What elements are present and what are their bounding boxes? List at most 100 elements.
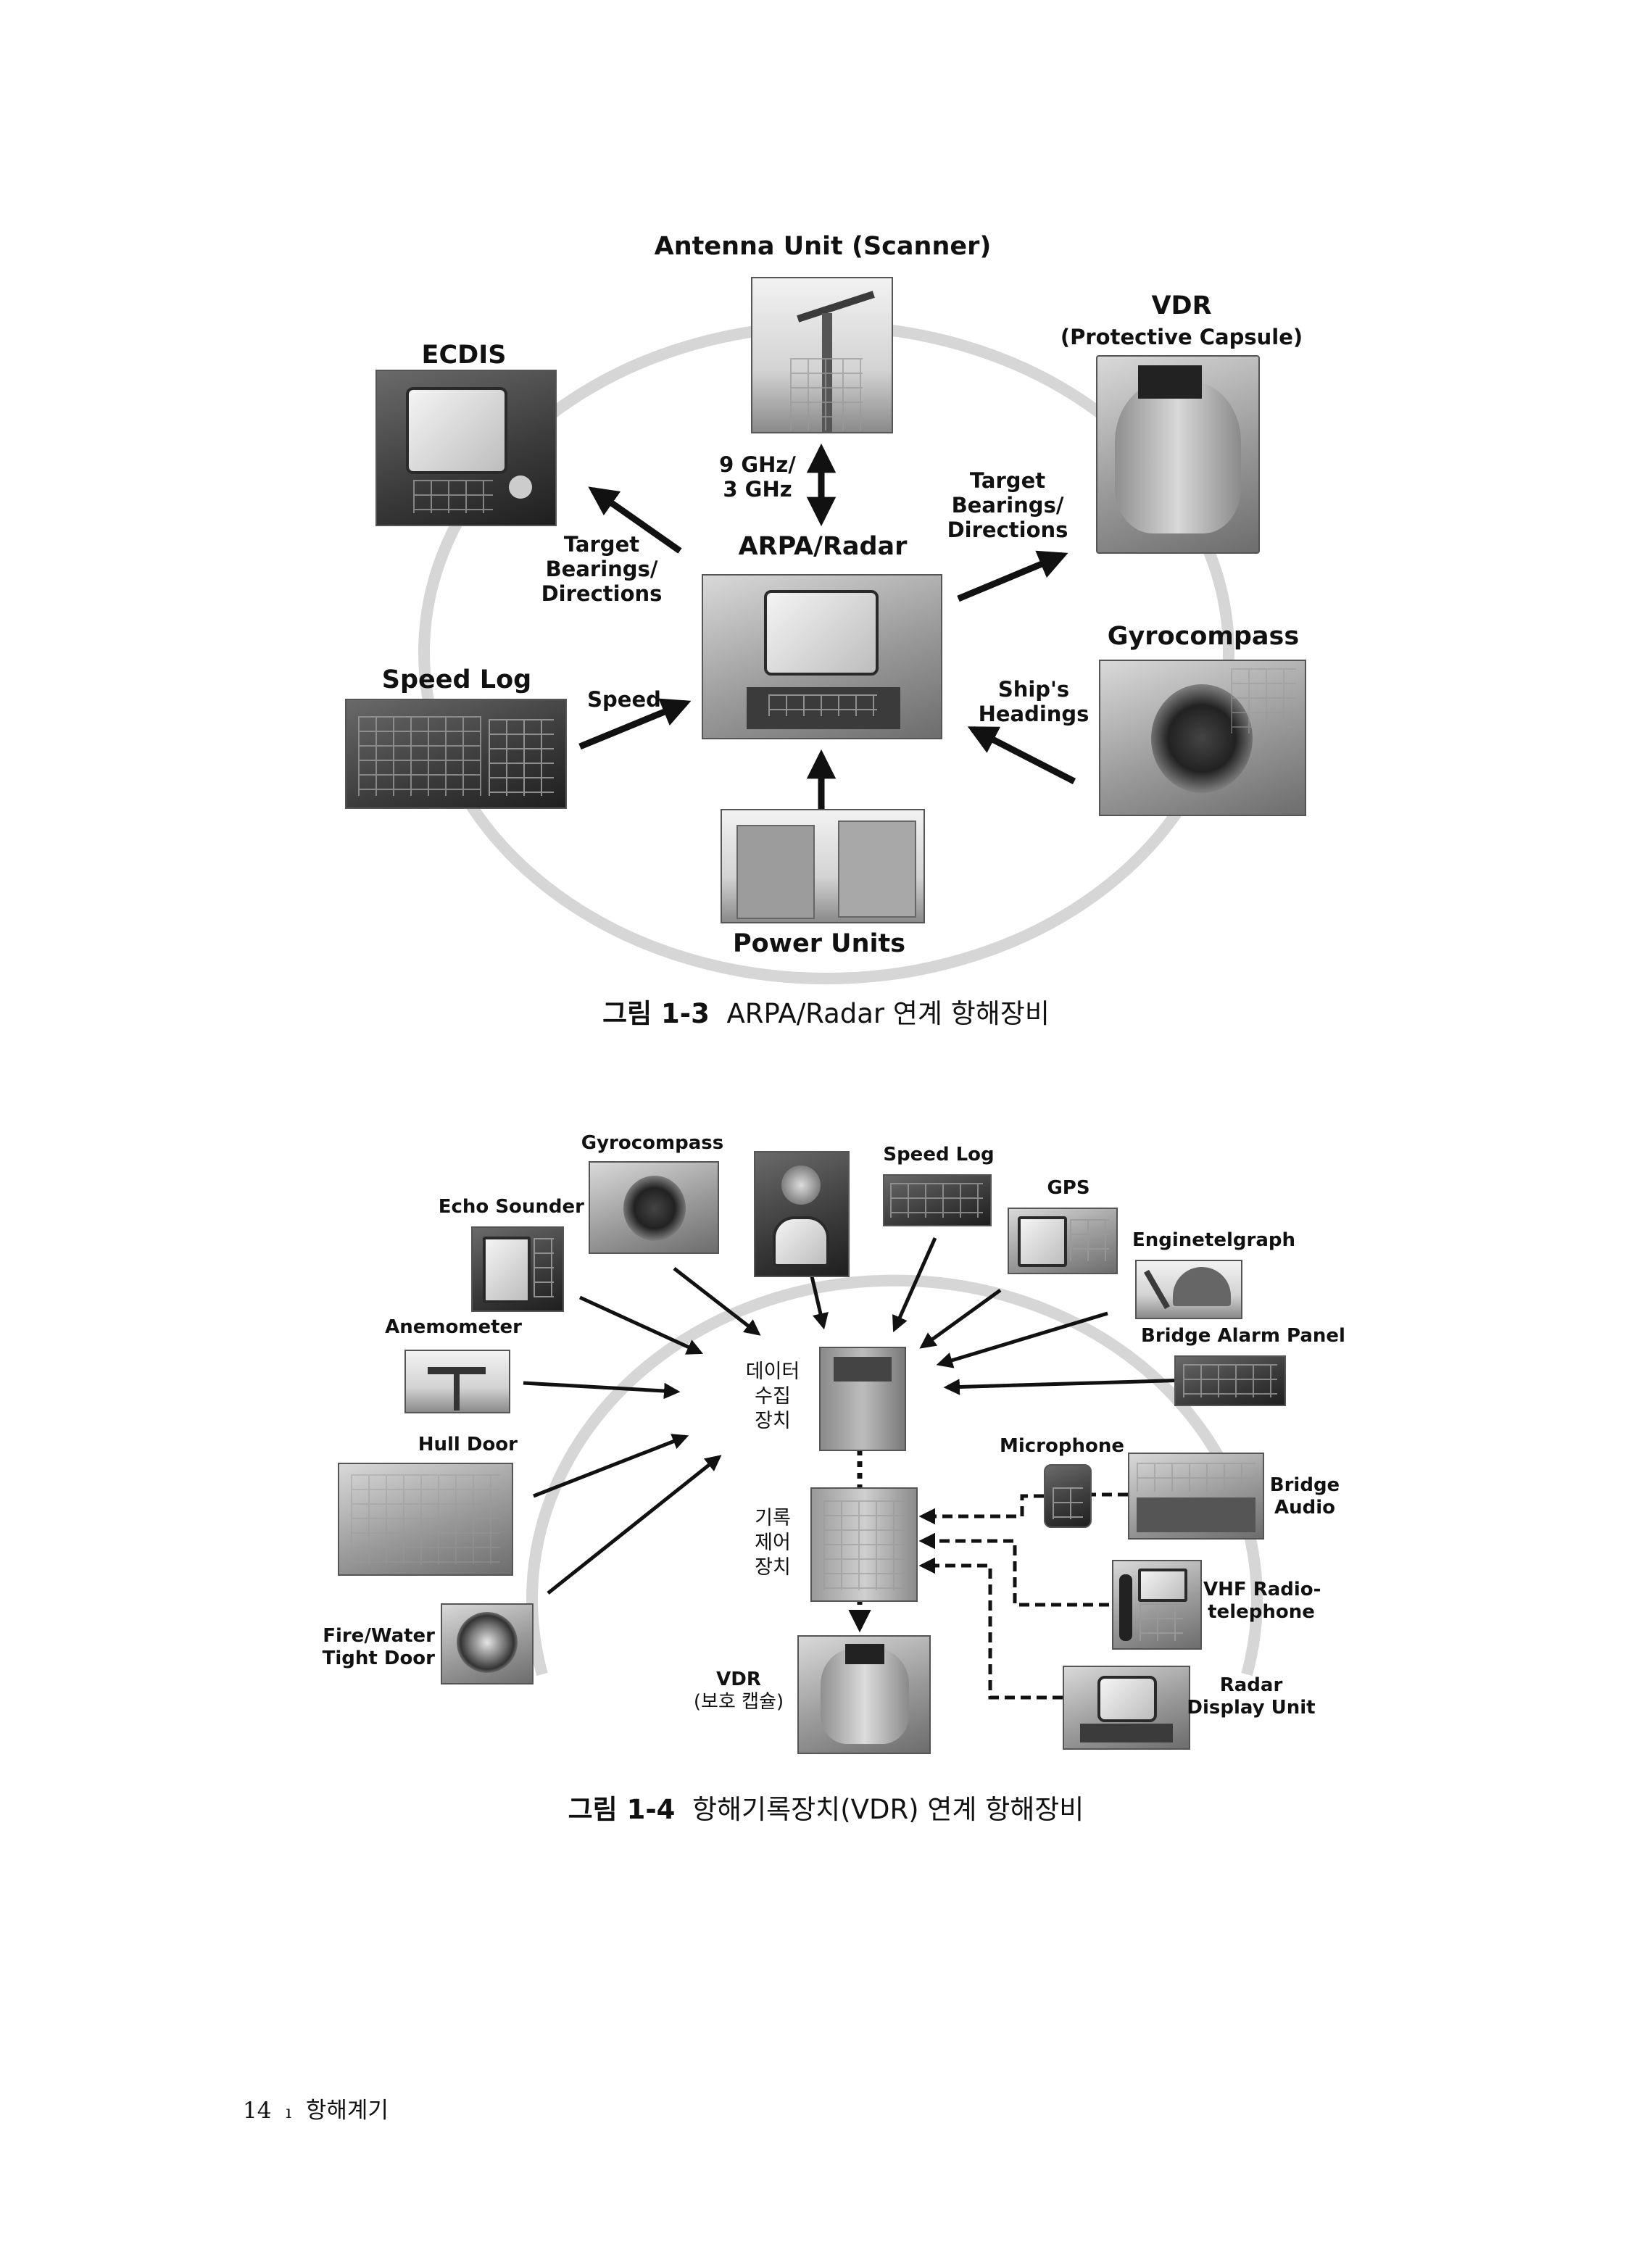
gps-photo [1008,1208,1118,1274]
target-bearings-left-label: Target Bearings/ Directions [529,532,674,607]
heading-line-2: Headings [978,702,1089,727]
echo-sounder-label: Echo Sounder [438,1196,584,1218]
bridge-alarm-panel-label: Bridge Alarm Panel [1141,1325,1345,1347]
anemometer-photo [404,1350,510,1413]
ecdis-photo [375,370,557,526]
link-gps-dau [919,1288,1002,1349]
target-bearings-right-label: Target Bearings/ Directions [935,468,1080,543]
vdr-line-1: VDR [716,1669,761,1690]
page-number: 14 [243,2098,272,2124]
link-alarm-dau [943,1378,1190,1395]
freq-line-1: 9 GHz/ [719,452,796,477]
link-microphone-rcu [918,1494,1044,1525]
link-radar-rcu [918,1557,1063,1700]
dau-line-1: 데이터 [745,1360,800,1383]
figure-1-4-number: 그림 1-4 [568,1794,676,1825]
book-title: 항해계기 [305,2098,389,2124]
enginetelgraph-photo [1135,1260,1242,1319]
arpa-radar-label: ARPA/Radar [738,532,908,561]
vhf-radiotelephone-photo [1112,1560,1202,1650]
firedoor-line-1: Fire/Water [323,1625,435,1647]
radar-line-2: Display Unit [1187,1696,1316,1719]
tb-right-line-3: Directions [947,518,1068,543]
speed-log-photo-2 [883,1174,992,1226]
antenna-photo [751,277,893,433]
bridge-audio-line-2: Audio [1274,1496,1336,1519]
figure-1-4-caption: 그림 1-4 항해기록장치(VDR) 연계 항해장비 [0,1787,1652,1827]
gyrocompass-photo [1099,660,1306,816]
figure-1-3-title: ARPA/Radar 연계 항해장비 [726,998,1050,1029]
bridge-audio-label: Bridge Audio [1261,1474,1348,1519]
speed-link-label: Speed [587,687,661,712]
fire-water-tight-door-photo [441,1603,534,1684]
bridge-audio-line-1: Bridge [1269,1474,1340,1496]
power-units-photo [721,809,925,923]
vdr-label-2: VDR (보호 캡슐) [684,1669,793,1713]
rcu-line-2: 제어 [755,1531,791,1554]
link-engine-dau [936,1311,1108,1368]
vdr-capsule-photo-2 [797,1635,931,1754]
gyrocompass-label-2: Gyrocompass [581,1132,724,1154]
antenna-label: Antenna Unit (Scanner) [654,232,992,261]
echo-sounder-photo [471,1226,564,1312]
figure-1-3-caption: 그림 1-3 ARPA/Radar 연계 항해장비 [0,992,1652,1031]
link-anemometer-dau [523,1381,681,1400]
gps-label: GPS [1047,1177,1090,1199]
rcu-line-1: 기록 [755,1507,791,1529]
data-acquisition-unit-label: 데이터 수집 장치 [736,1360,809,1433]
recording-control-unit-photo [810,1487,918,1602]
freq-label: 9 GHz/ 3 GHz [703,452,812,502]
link-echo-dau [578,1295,704,1355]
radar-display-unit-label: Radar Display Unit [1186,1674,1316,1719]
link-speedlog-arpa [578,698,692,750]
speed-log-label: Speed Log [381,665,532,694]
gyrocompass-photo-2 [589,1161,719,1254]
tb-right-line-2: Bearings/ [951,493,1064,518]
link-firedoor-dau [547,1455,722,1595]
data-acquisition-unit-photo [819,1347,906,1451]
speed-log-photo [345,699,567,809]
figure-1-4: Gyrocompass Speed Log GPS Echo Sounder E… [0,1132,1652,1827]
vdr-line-2: (보호 캡슐) [693,1690,784,1713]
figure-1-4-title: 항해기록장치(VDR) 연계 항해장비 [692,1794,1084,1825]
heading-line-1: Ship's [997,677,1070,702]
figure-1-3-number: 그림 1-3 [602,998,710,1029]
figure-1-3: Antenna Unit (Scanner) VDR (Protective C… [0,0,1652,1058]
radar-display-unit-photo [1063,1666,1190,1750]
link-arpa-ecdis [588,486,682,554]
arpa-radar-photo [702,574,942,739]
bridge-audio-photo [1128,1453,1264,1540]
bridge-alarm-panel-photo [1174,1355,1286,1406]
link-gyro-arpa [967,726,1076,785]
radar-line-1: Radar [1219,1674,1283,1696]
vdr-capsule-photo [1096,355,1260,554]
vdr-title-label: VDR [1151,291,1212,320]
headings-label: Ship's Headings [968,677,1099,726]
microphone-photo [1044,1464,1092,1528]
fire-water-tight-door-label: Fire/Water Tight Door [319,1625,435,1669]
footer-separator: ı [286,2102,291,2122]
link-gyro-dau [673,1267,761,1336]
firedoor-line-2: Tight Door [322,1647,435,1669]
dau-line-3: 장치 [755,1409,791,1432]
sensor-unit-photo [754,1151,850,1277]
vhf-radiotelephone-label: VHF Radio- telephone [1203,1579,1321,1623]
vhf-line-2: telephone [1208,1600,1315,1623]
link-hull-dau [533,1434,689,1498]
link-speedlog-dau [892,1237,937,1333]
ecdis-label: ECDIS [421,341,507,370]
hull-door-label: Hull Door [418,1434,518,1455]
enginetelgraph-label: Enginetelgraph [1132,1229,1296,1251]
dau-line-2: 수집 [755,1384,791,1408]
link-arpa-vdr [957,550,1068,602]
vdr-sub-label: (Protective Capsule) [1060,325,1303,349]
power-units-label: Power Units [732,929,906,958]
anemometer-label: Anemometer [385,1316,522,1338]
link-vhf-rcu [918,1532,1109,1607]
hull-door-photo [338,1463,513,1576]
tb-right-line-1: Target [969,468,1046,493]
tb-left-line-1: Target [563,532,640,557]
recording-control-unit-label: 기록 제어 장치 [736,1506,809,1579]
vhf-line-1: VHF Radio- [1203,1579,1321,1600]
tb-left-line-2: Bearings/ [545,557,658,582]
